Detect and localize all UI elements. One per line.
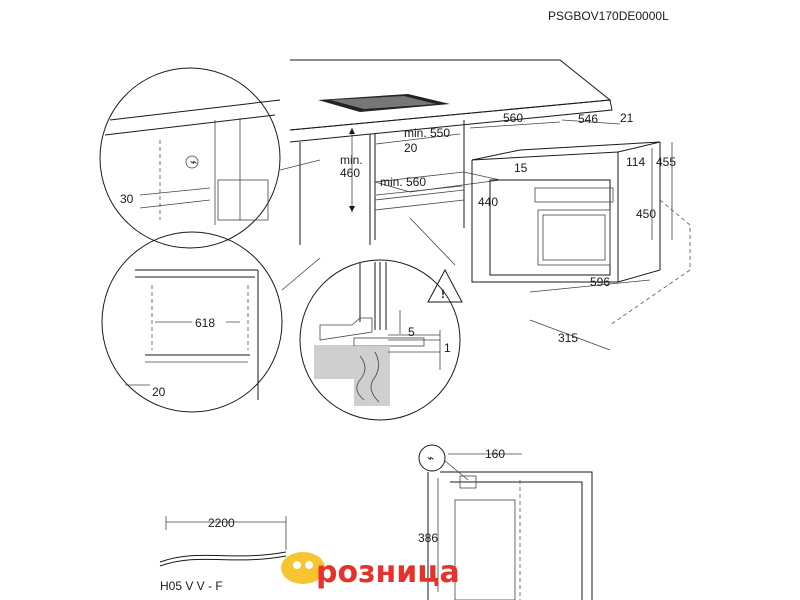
rozniza-logo: розница xyxy=(281,552,460,590)
dim-618: 618 xyxy=(195,316,215,330)
dim-15: 15 xyxy=(514,161,528,175)
dim-min550: min. 550 xyxy=(404,126,450,140)
dim-min560: min. 560 xyxy=(380,175,426,189)
model-code: PSGBOV170DE0000L xyxy=(548,9,669,23)
dim-546: 546 xyxy=(578,112,598,126)
oven: 560 546 21 15 114 455 440 450 596 315 xyxy=(469,111,691,351)
dim-315: 315 xyxy=(558,331,578,345)
detail-circle-warning: ! 5 1 xyxy=(299,217,463,421)
dim-30: 30 xyxy=(120,192,134,206)
detail-circle-618: 618 20 xyxy=(101,231,321,413)
dim-20-cabinet: 20 xyxy=(404,141,418,155)
warning-icon: ! xyxy=(441,287,445,301)
dim-386: 386 xyxy=(418,531,438,545)
dim-2200: 2200 xyxy=(208,516,235,530)
cable: 2200 H05 V V - F xyxy=(159,516,287,593)
dim-440: 440 xyxy=(478,195,498,209)
dim-114: 114 xyxy=(626,155,645,169)
logo-text: розница xyxy=(316,555,460,590)
dim-160: 160 xyxy=(485,447,505,461)
socket-icon-back: ⌁ xyxy=(427,451,434,465)
dim-min460-1: min. xyxy=(340,153,363,167)
back-view: ⌁ 160 386 xyxy=(418,444,593,600)
cable-type: H05 V V - F xyxy=(160,579,223,593)
dim-596: 596 xyxy=(590,275,610,289)
dim-455: 455 xyxy=(656,155,676,169)
dim-560: 560 xyxy=(503,111,523,125)
socket-icon: ⌁ xyxy=(190,155,197,169)
detail-circle-socket: ⌁ 30 xyxy=(99,67,321,249)
hob xyxy=(318,94,450,112)
dim-min460-2: 460 xyxy=(340,166,360,180)
dim-20-bottom: 20 xyxy=(152,385,166,399)
dim-5: 5 xyxy=(408,325,415,339)
dim-21: 21 xyxy=(620,111,634,125)
cabinet-perspective: min. 550 20 min. 460 min. 560 xyxy=(289,59,613,245)
dim-450: 450 xyxy=(636,207,656,221)
dim-1: 1 xyxy=(444,341,451,355)
